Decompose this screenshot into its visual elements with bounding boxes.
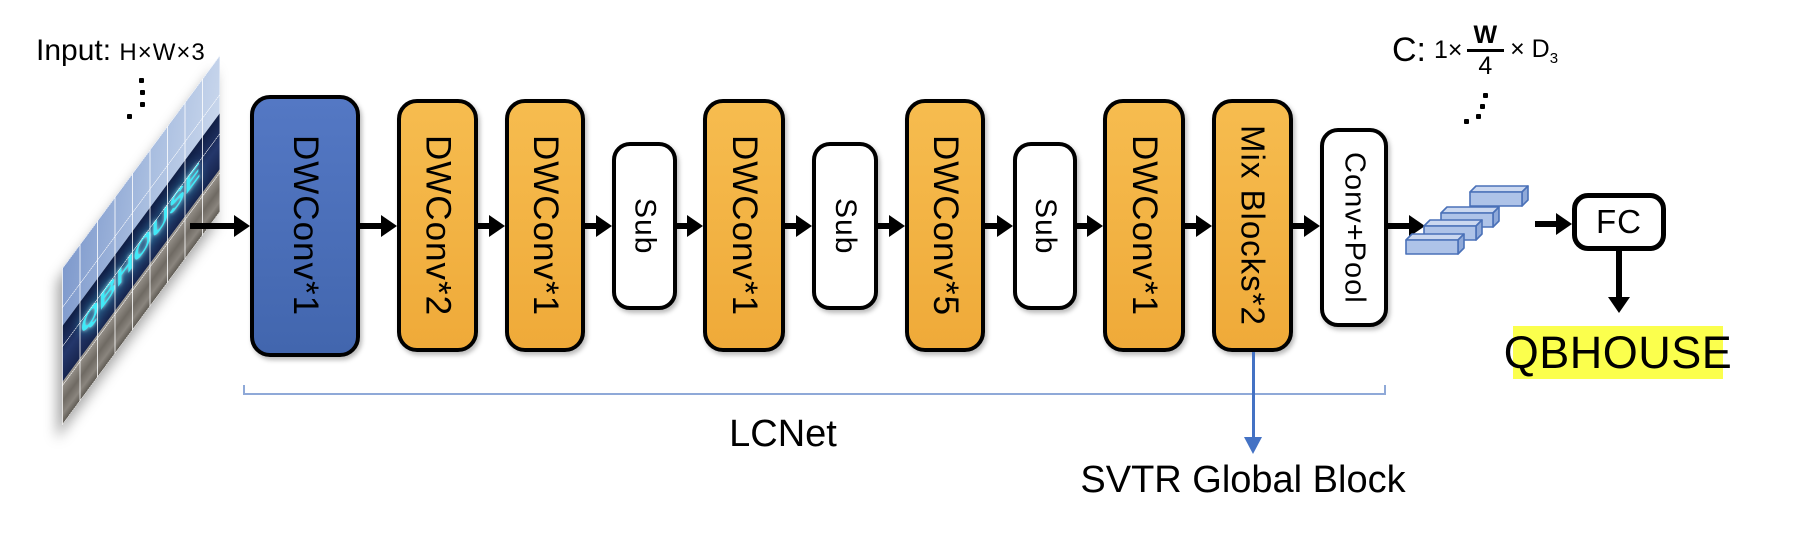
- feature-dims-post-text: × D: [1510, 34, 1550, 63]
- dot: [1476, 114, 1481, 119]
- input-image: QBHOUSE: [62, 55, 220, 426]
- block-label: Conv+Pool: [1338, 151, 1371, 304]
- flow-arrow: [877, 215, 905, 237]
- flow-arrow: [1184, 215, 1212, 237]
- block-sub-2: Sub: [812, 142, 878, 310]
- dot: [1480, 104, 1485, 109]
- block-label: Sub: [1029, 197, 1062, 255]
- feature-dims-prefix: C:: [1392, 31, 1426, 70]
- block-label: DWConv*2: [418, 134, 458, 317]
- block-sub-1: Sub: [612, 142, 677, 310]
- fc-label: FC: [1596, 203, 1642, 240]
- feature-dims-post-subscript: 3: [1549, 49, 1559, 67]
- flow-arrow: [190, 215, 250, 237]
- feature-dims-label: C: 1× W 4 × D3: [1392, 22, 1558, 80]
- flow-arrow: [784, 215, 812, 237]
- svtr-label: SVTR Global Block: [1080, 459, 1406, 501]
- flow-arrow: [584, 215, 612, 237]
- block-dwconv-1: DWConv*1: [250, 95, 360, 357]
- block-label: Sub: [829, 197, 862, 255]
- block-conv-pool: Conv+Pool: [1320, 128, 1388, 327]
- lcnet-bracket: [243, 385, 1386, 395]
- flow-arrow: [1292, 215, 1320, 237]
- block-label: DWConv*5: [926, 134, 965, 317]
- dot: [127, 114, 132, 119]
- feature-map-bars: [1405, 185, 1529, 255]
- feature-dims-post: × D3: [1510, 35, 1558, 67]
- input-image-gridlines: [62, 55, 220, 426]
- svtr-arrow-line: [1252, 352, 1255, 438]
- dot: [140, 90, 145, 95]
- dot: [1464, 119, 1469, 124]
- fc-output-arrow: [1607, 250, 1630, 313]
- block-dwconv-4: DWConv*1: [703, 99, 785, 352]
- block-sub-3: Sub: [1013, 142, 1077, 310]
- input-label: Input: H×W×3: [36, 34, 206, 68]
- block-dwconv-6: DWConv*1: [1103, 99, 1185, 352]
- flow-arrow: [1076, 215, 1103, 237]
- flow-arrow: [984, 215, 1013, 237]
- fraction-numerator: W: [1466, 22, 1505, 53]
- block-label: DWConv*1: [725, 134, 764, 317]
- block-label: DWConv*1: [1125, 134, 1164, 317]
- lcnet-label: LCNet: [729, 413, 837, 455]
- feature-dims-fraction: W 4: [1466, 22, 1505, 81]
- block-label: Mix Blocks*2: [1234, 125, 1272, 326]
- svtr-arrowhead-icon: [1244, 437, 1262, 454]
- fraction-denominator: 4: [1478, 52, 1493, 81]
- block-label: DWConv*1: [286, 135, 325, 317]
- feature-dims-pre: 1×: [1434, 36, 1463, 65]
- block-dwconv-3: DWConv*1: [505, 99, 585, 352]
- flow-arrow: [676, 215, 703, 237]
- fc-block: FC: [1572, 193, 1666, 251]
- dot: [1483, 93, 1488, 98]
- flow-arrow: [1388, 215, 1425, 237]
- block-mix-blocks: Mix Blocks*2: [1212, 99, 1293, 352]
- input-label-prefix: Input:: [36, 34, 112, 67]
- flow-arrow: [1535, 213, 1572, 235]
- block-dwconv-2: DWConv*2: [397, 99, 478, 352]
- block-label: Sub: [628, 197, 662, 255]
- block-dwconv-5: DWConv*5: [905, 99, 985, 352]
- flow-arrow: [358, 215, 397, 237]
- input-dims: H×W×3: [119, 39, 206, 66]
- recognition-result: QBHOUSE: [1503, 326, 1733, 379]
- dot: [140, 102, 145, 107]
- block-label: DWConv*1: [526, 134, 565, 317]
- dot: [139, 78, 144, 83]
- flow-arrow: [477, 215, 505, 237]
